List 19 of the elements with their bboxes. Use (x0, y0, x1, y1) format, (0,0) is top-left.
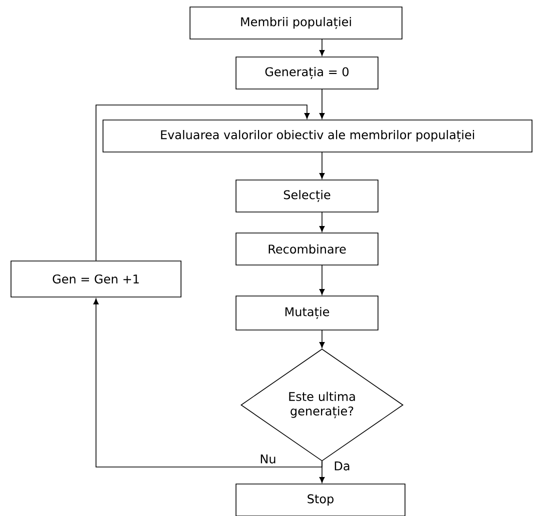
arrow (319, 212, 325, 232)
process-box: Selecție (236, 180, 378, 212)
process-box: Gen = Gen +1 (10, 260, 182, 298)
arrow (319, 152, 325, 179)
arrow (319, 460, 325, 483)
arrow (96, 104, 310, 261)
arrow (319, 264, 325, 295)
edge-label: Nu (258, 454, 278, 464)
process-box: Generația = 0 (236, 56, 378, 90)
process-box: Mutație (236, 296, 378, 330)
arrow (93, 298, 322, 468)
arrow (319, 88, 325, 119)
arrow (319, 38, 325, 56)
arrow (319, 330, 325, 348)
process-box: Recombinare (236, 232, 378, 266)
process-box: Stop (236, 484, 406, 516)
process-box: Evaluarea valorilor obiectiv ale membrilor populației (102, 120, 532, 152)
edge-label: Da (332, 460, 352, 472)
process-box: Membrii populației (190, 6, 402, 40)
